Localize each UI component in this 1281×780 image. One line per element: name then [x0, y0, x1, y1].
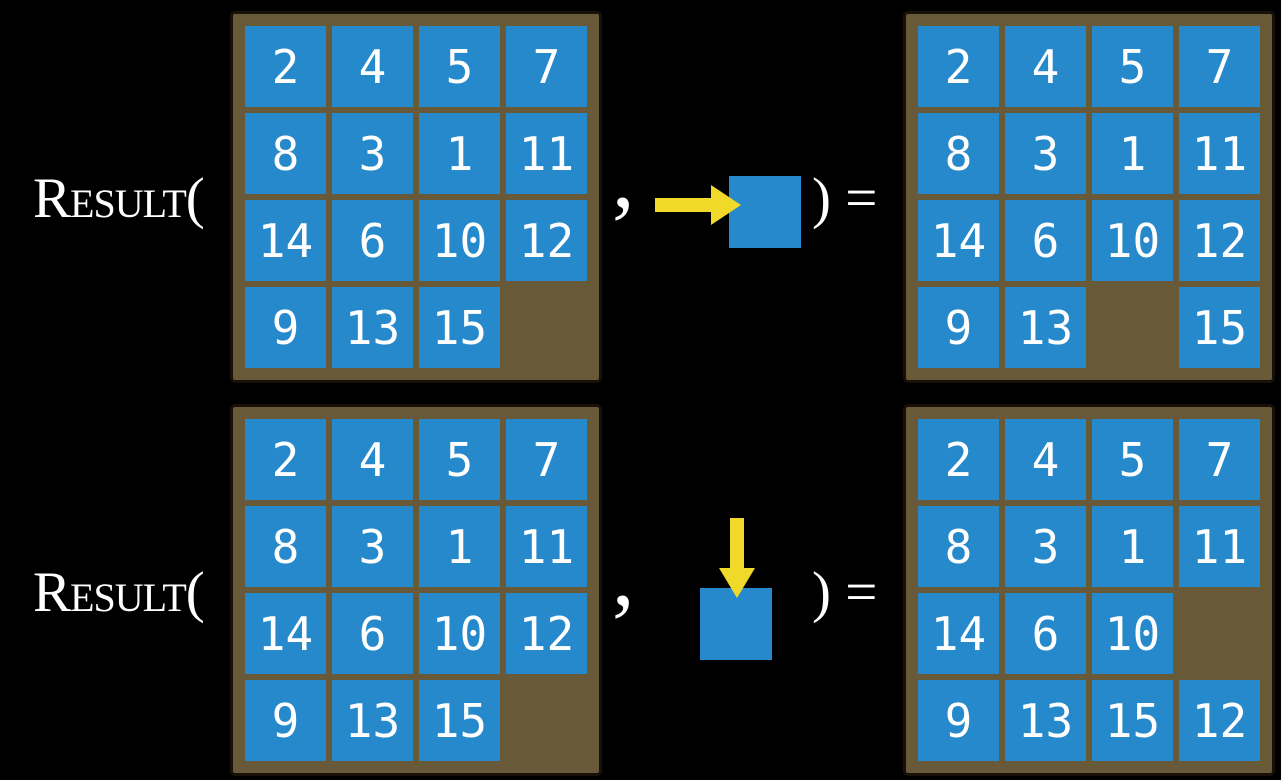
close-paren-equals: ) = — [812, 561, 878, 624]
tile-4: 4 — [332, 419, 413, 500]
tile-13: 13 — [332, 680, 413, 761]
tile-9: 9 — [918, 287, 999, 368]
tile-9: 9 — [245, 287, 326, 368]
tile-11: 11 — [1179, 113, 1260, 194]
empty-cell — [506, 680, 587, 761]
tile-1: 1 — [419, 113, 500, 194]
tile-2: 2 — [245, 419, 326, 500]
tile-1: 1 — [1092, 506, 1173, 587]
tile-1: 1 — [419, 506, 500, 587]
tile-10: 10 — [419, 593, 500, 674]
tile-1: 1 — [1092, 113, 1173, 194]
empty-cell — [506, 287, 587, 368]
tile-11: 11 — [506, 506, 587, 587]
tile-2: 2 — [918, 419, 999, 500]
tile-12: 12 — [1179, 680, 1260, 761]
tile-13: 13 — [332, 287, 413, 368]
tile-15: 15 — [1092, 680, 1173, 761]
tile-8: 8 — [918, 113, 999, 194]
tile-13: 13 — [1005, 287, 1086, 368]
comma-separator: , — [612, 128, 635, 227]
comma-separator: , — [612, 526, 635, 625]
close-paren-equals: ) = — [812, 167, 878, 230]
tile-2: 2 — [918, 26, 999, 107]
tile-3: 3 — [1005, 506, 1086, 587]
tile-4: 4 — [1005, 26, 1086, 107]
result-function-label: Result( — [33, 561, 205, 624]
tile-8: 8 — [245, 506, 326, 587]
tile-12: 12 — [506, 200, 587, 281]
tile-5: 5 — [419, 419, 500, 500]
tile-7: 7 — [506, 26, 587, 107]
tile-3: 3 — [332, 113, 413, 194]
empty-cell — [1092, 287, 1173, 368]
tile-4: 4 — [1005, 419, 1086, 500]
tile-7: 7 — [1179, 26, 1260, 107]
tile-11: 11 — [506, 113, 587, 194]
tile-7: 7 — [506, 419, 587, 500]
tile-14: 14 — [245, 593, 326, 674]
tile-6: 6 — [332, 200, 413, 281]
tile-5: 5 — [419, 26, 500, 107]
tile-11: 11 — [1179, 506, 1260, 587]
tile-3: 3 — [332, 506, 413, 587]
tile-3: 3 — [1005, 113, 1086, 194]
empty-cell — [1179, 593, 1260, 674]
tile-6: 6 — [1005, 593, 1086, 674]
blank-tile-square — [729, 176, 801, 248]
tile-13: 13 — [1005, 680, 1086, 761]
tile-14: 14 — [918, 593, 999, 674]
tile-15: 15 — [419, 680, 500, 761]
tile-14: 14 — [918, 200, 999, 281]
tile-2: 2 — [245, 26, 326, 107]
tile-5: 5 — [1092, 26, 1173, 107]
tile-12: 12 — [506, 593, 587, 674]
tile-7: 7 — [1179, 419, 1260, 500]
blank-tile-square — [700, 588, 772, 660]
tile-8: 8 — [245, 113, 326, 194]
arrow-down-icon — [719, 518, 755, 598]
arrow-right-icon — [655, 185, 741, 225]
tile-15: 15 — [1179, 287, 1260, 368]
tile-10: 10 — [419, 200, 500, 281]
tile-9: 9 — [245, 680, 326, 761]
tile-10: 10 — [1092, 200, 1173, 281]
tile-12: 12 — [1179, 200, 1260, 281]
tile-8: 8 — [918, 506, 999, 587]
tile-4: 4 — [332, 26, 413, 107]
tile-9: 9 — [918, 680, 999, 761]
tile-6: 6 — [332, 593, 413, 674]
result-function-label: Result( — [33, 167, 205, 230]
tile-5: 5 — [1092, 419, 1173, 500]
tile-15: 15 — [419, 287, 500, 368]
tile-14: 14 — [245, 200, 326, 281]
tile-6: 6 — [1005, 200, 1086, 281]
tile-10: 10 — [1092, 593, 1173, 674]
